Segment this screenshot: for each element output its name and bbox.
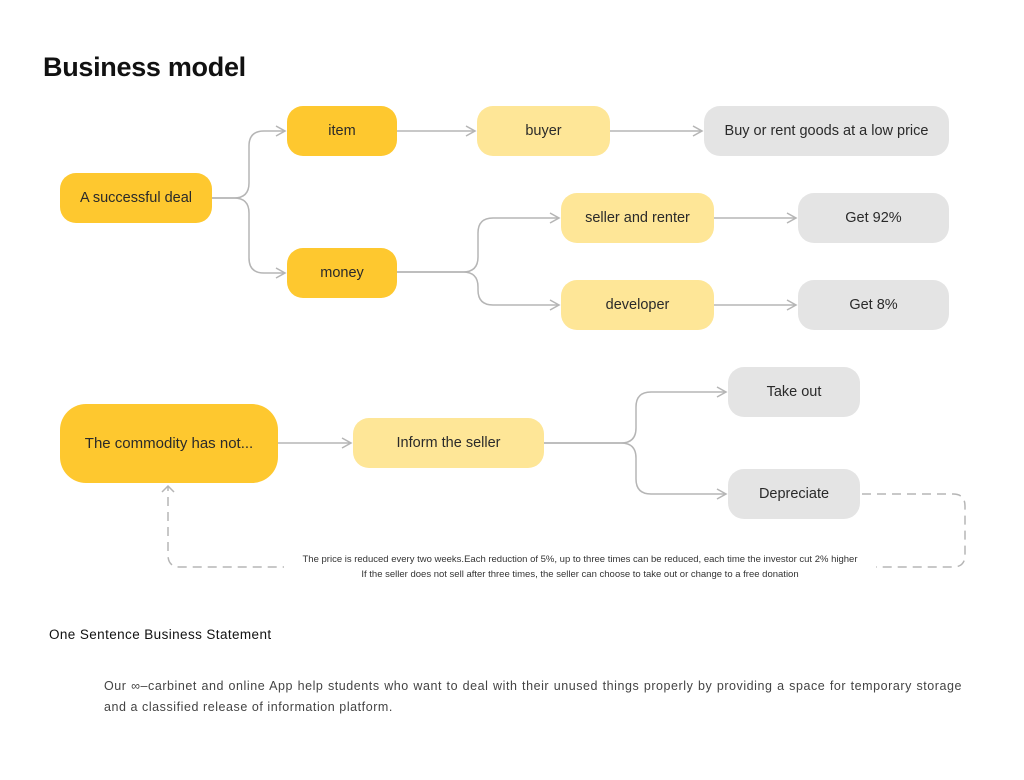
node-developer-result: Get 8%	[798, 280, 949, 330]
connector-root-to-item	[212, 125, 287, 199]
node-buyer-result: Buy or rent goods at a low price	[704, 106, 949, 156]
feedback-note-line-1: The price is reduced every two weeks.Eac…	[302, 554, 858, 565]
note-background	[284, 549, 876, 583]
statement-body: Our ∞–carbinet and online App help stude…	[104, 679, 962, 714]
connector-money-to-seller	[397, 212, 561, 273]
node-seller-result: Get 92%	[798, 193, 949, 243]
node-item: item	[287, 106, 397, 156]
connector-feedback-loop	[161, 484, 966, 568]
node-money: money	[287, 248, 397, 298]
node-developer: developer	[561, 280, 714, 330]
connector-root-to-money	[212, 197, 287, 279]
page-title: Business model	[43, 52, 246, 82]
statement-heading: One Sentence Business Statement	[49, 627, 272, 642]
node-seller-renter: seller and renter	[561, 193, 714, 243]
node-take-out: Take out	[728, 367, 860, 417]
connector-inform-to-depreciate	[544, 442, 728, 500]
node-inform-seller: Inform the seller	[353, 418, 544, 468]
node-buyer: buyer	[477, 106, 610, 156]
node-successful-deal: A successful deal	[60, 173, 212, 223]
connector-inform-to-takeout	[544, 386, 728, 444]
feedback-note-line-2: If the seller does not sell after three …	[361, 569, 799, 580]
node-commodity-not-sold: The commodity has not...	[60, 404, 278, 483]
connector-money-to-developer	[397, 271, 561, 311]
node-depreciate: Depreciate	[728, 469, 860, 519]
